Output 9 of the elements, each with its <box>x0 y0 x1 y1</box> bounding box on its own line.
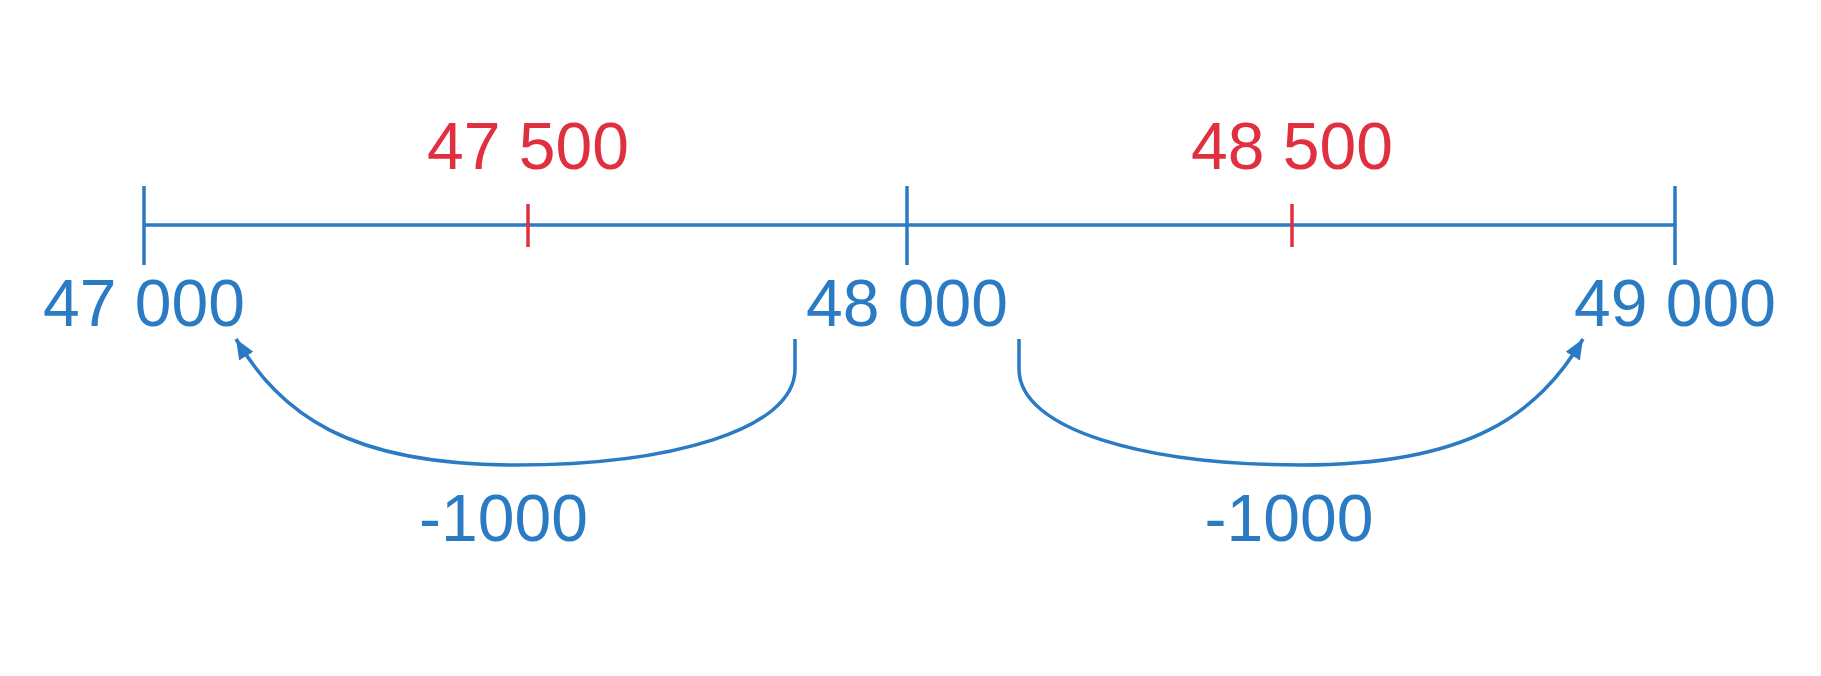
number-label: 47 500 <box>427 113 629 179</box>
curved-arrow <box>234 338 797 467</box>
number-label: 49 000 <box>1574 270 1776 336</box>
number-label: 47 000 <box>43 270 245 336</box>
edge-label: -1000 <box>419 485 588 551</box>
edge-label: -1000 <box>1204 485 1374 551</box>
number-label: 48 000 <box>806 270 1008 336</box>
curved-arrow <box>1017 338 1585 467</box>
number-label: 48 500 <box>1191 113 1393 179</box>
